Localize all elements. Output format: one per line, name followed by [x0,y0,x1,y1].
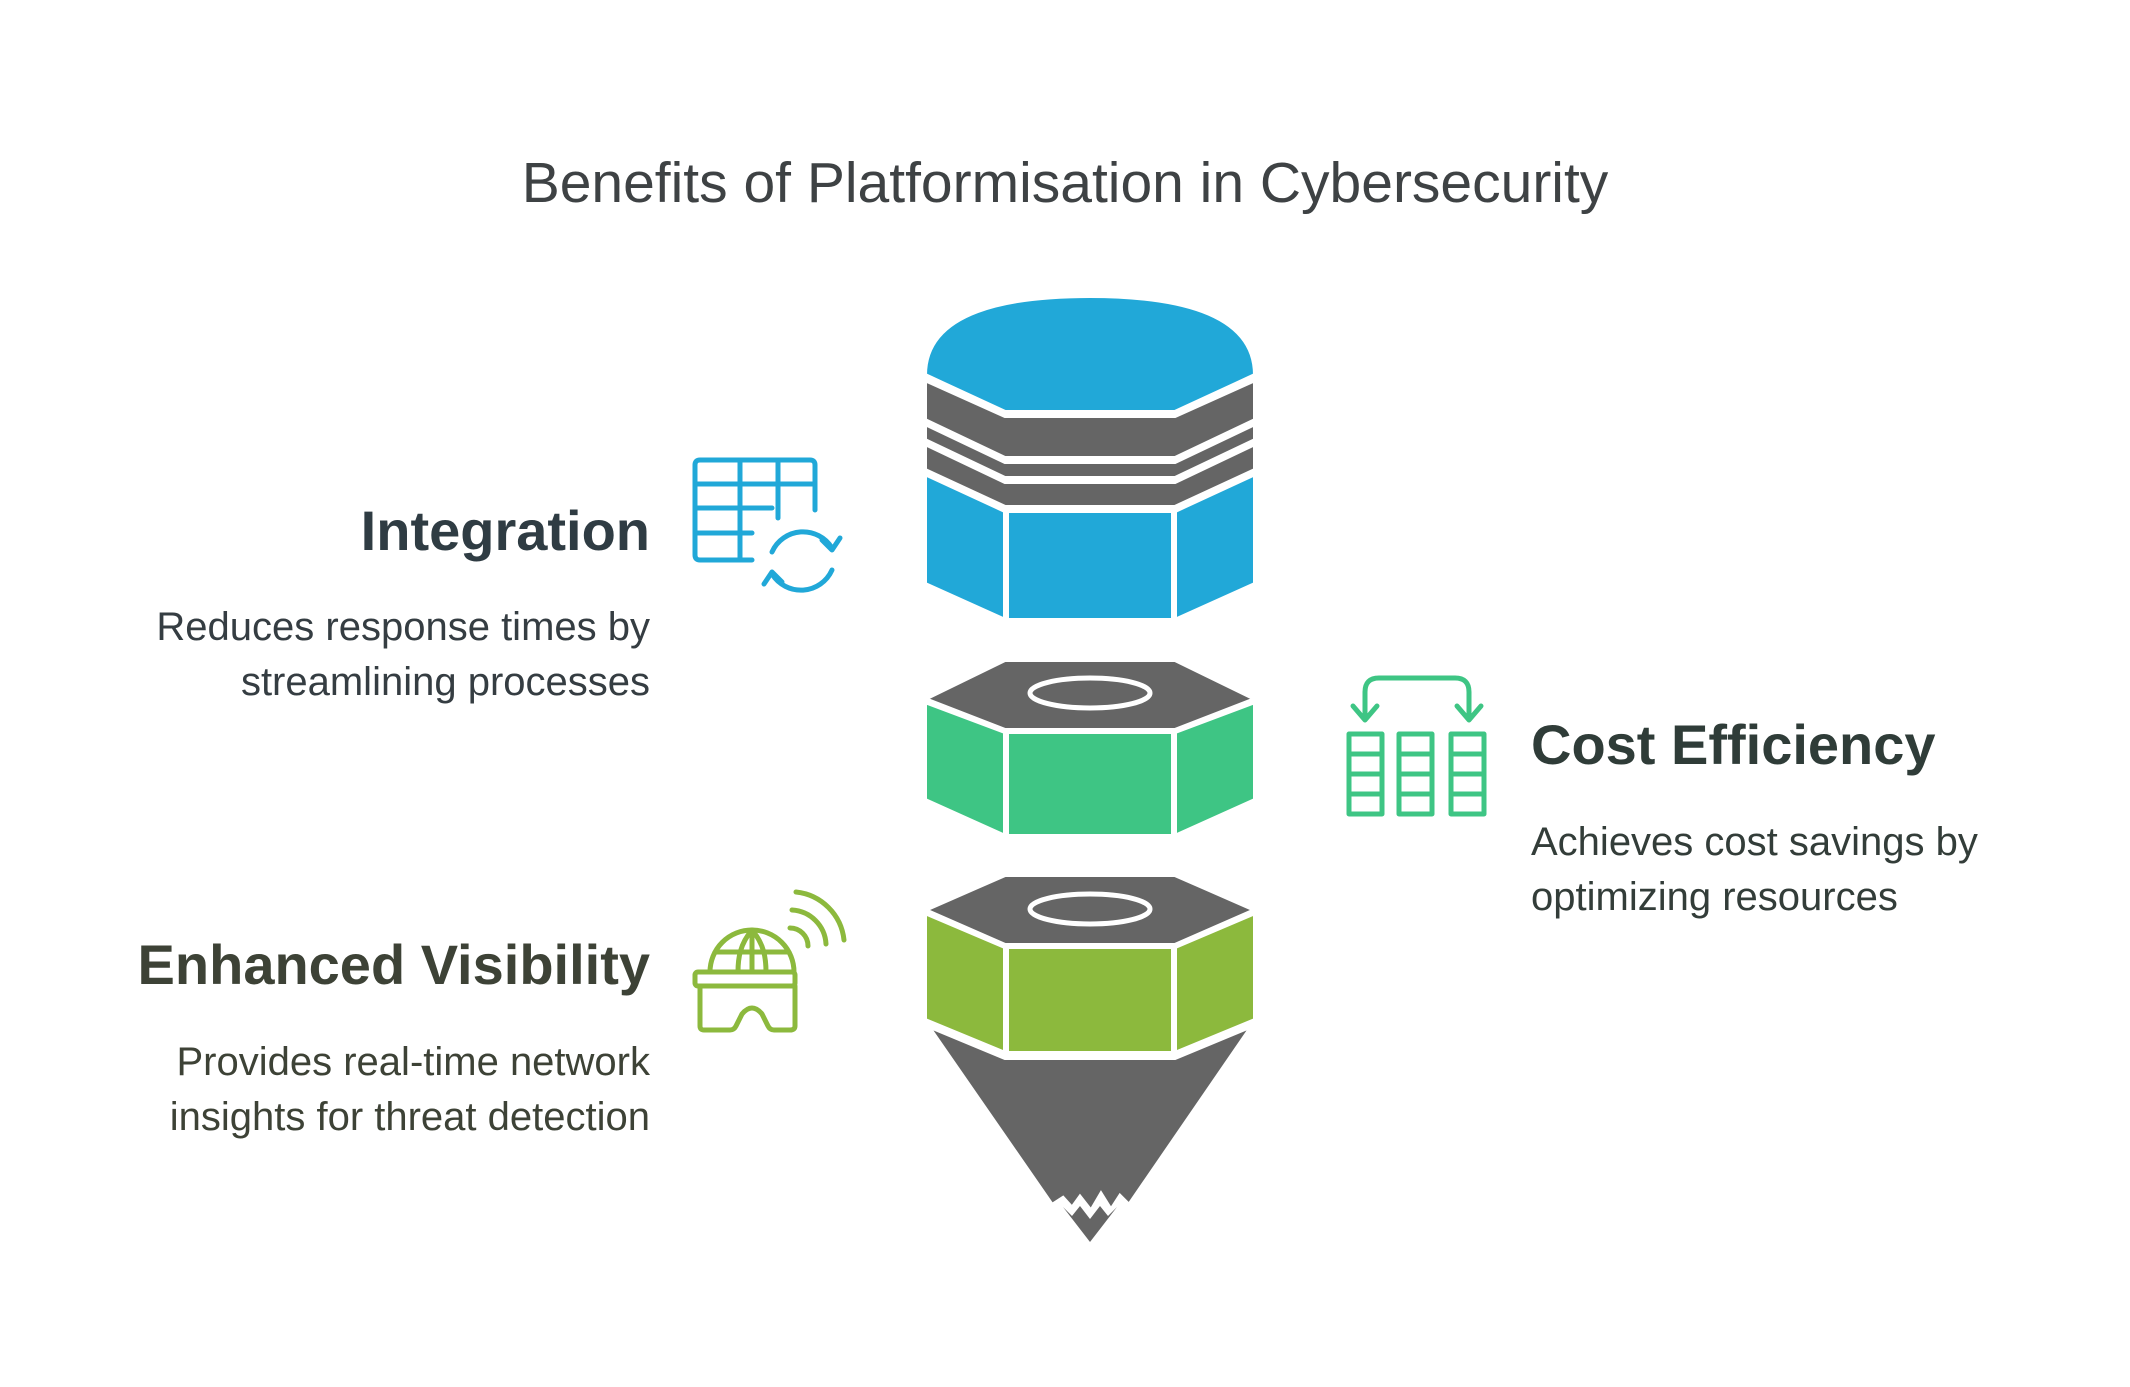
bottom-body-right [1173,909,1257,1056]
integration-description-line-1: Reduces response times by [156,605,650,649]
enhanced-visibility-description-line-1: Provides real-time network [176,1040,651,1084]
integration-description: Reduces response times by streamlining p… [50,600,650,710]
bottom-segment [920,873,1260,1056]
middle-ring [1027,675,1153,711]
top-dome [922,293,1258,414]
top-band-3 [923,440,1257,509]
middle-body-front [1005,730,1175,838]
top-body-front [1005,509,1175,622]
vr-globe-signal-icon [692,889,847,1033]
columns-exchange-icon [1346,675,1487,817]
bottom-body-front [1005,945,1175,1055]
enhanced-visibility-description-line-2: insights for threat detection [169,1095,650,1139]
drill-point [1063,1206,1117,1242]
top-segment [922,293,1258,624]
enhanced-visibility-heading: Enhanced Visibility [137,933,650,996]
cost-efficiency-description-line-2: optimizing resources [1531,875,1898,919]
middle-segment [920,658,1260,840]
integration-description-line-2: streamlining processes [240,660,650,704]
cost-efficiency-description-line-1: Achieves cost savings by [1531,820,1978,864]
enhanced-visibility-description: Provides real-time network insights for … [30,1035,650,1145]
drill-cone [922,1021,1258,1215]
top-body-right [1173,470,1257,624]
middle-body-right [1173,699,1257,840]
top-band-1 [923,376,1257,460]
table-refresh-icon [692,457,843,593]
bottom-ring [1027,891,1153,927]
drill-tip [922,1021,1258,1242]
integration-heading: Integration [360,499,650,562]
page-title: Benefits of Platformisation in Cybersecu… [521,151,1609,215]
top-band-2 [923,420,1257,480]
cost-efficiency-heading: Cost Efficiency [1531,713,1936,776]
cost-efficiency-description: Achieves cost savings by optimizing reso… [1531,815,2130,925]
